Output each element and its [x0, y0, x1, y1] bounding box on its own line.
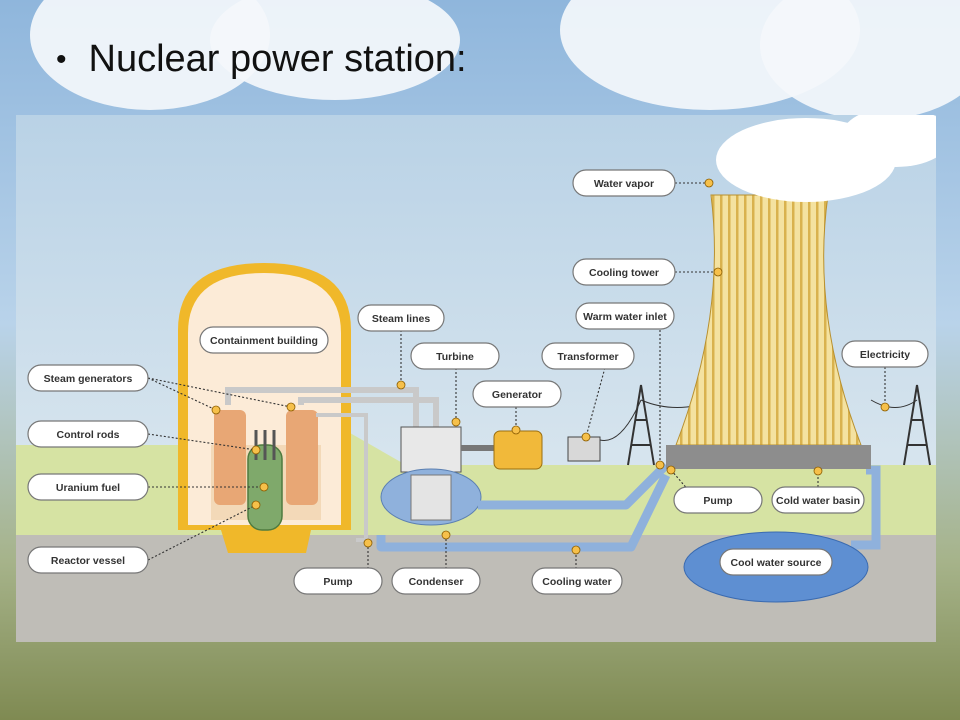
svg-text:Turbine: Turbine: [436, 351, 474, 363]
label-turbine: Turbine: [410, 342, 500, 370]
label-cool-water-source: Cool water source: [719, 548, 833, 576]
cooling-water-loop: [376, 461, 671, 552]
transmission-tower-left: [627, 384, 655, 466]
svg-text:Uranium fuel: Uranium fuel: [56, 482, 120, 494]
svg-text:Containment building: Containment building: [210, 335, 318, 347]
svg-text:Electricity: Electricity: [860, 349, 910, 361]
svg-text:Pump: Pump: [323, 576, 352, 588]
svg-text:Steam generators: Steam generators: [44, 373, 133, 385]
svg-text:Generator: Generator: [492, 389, 542, 401]
callout-dots: [211, 178, 890, 555]
bullet-point: •: [56, 42, 67, 76]
svg-text:Steam lines: Steam lines: [372, 313, 431, 325]
label-warm-water-inlet: Warm water inlet: [575, 302, 675, 330]
transmission-tower-right: [903, 384, 931, 466]
steam-generator-right: [286, 410, 318, 505]
label-cold-water-basin: Cold water basin: [771, 486, 865, 514]
label-transformer: Transformer: [541, 342, 635, 370]
steam-line: [225, 387, 419, 430]
label-generator: Generator: [472, 380, 562, 408]
svg-text:Condenser: Condenser: [409, 576, 464, 588]
svg-text:Cooling water: Cooling water: [542, 576, 611, 588]
svg-text:Cold water basin: Cold water basin: [776, 495, 860, 507]
label-containment-building: Containment building: [199, 326, 329, 354]
label-control-rods: Control rods: [27, 420, 149, 448]
background-cloud: [210, 0, 460, 100]
label-steam-lines: Steam lines: [357, 304, 445, 332]
label-pump-left: Pump: [293, 567, 383, 595]
cold-water-basin-shape: [666, 445, 871, 469]
steam-generator-left: [214, 410, 246, 505]
title-text: Nuclear power station:: [88, 38, 467, 80]
label-water-vapor: Water vapor: [572, 169, 676, 197]
svg-text:Transformer: Transformer: [557, 351, 618, 363]
label-cooling-tower: Cooling tower: [572, 258, 676, 286]
slide-title: • Nuclear power station:: [56, 38, 467, 81]
svg-text:Control rods: Control rods: [57, 429, 120, 441]
label-cooling-water: Cooling water: [531, 567, 623, 595]
svg-text:Cool water source: Cool water source: [730, 557, 821, 569]
condenser-tubes: [410, 474, 452, 521]
svg-text:Pump: Pump: [703, 495, 732, 507]
generator-shape: [493, 430, 543, 470]
background-cloud: [760, 0, 960, 120]
control-rods-shape: [254, 430, 276, 460]
shaft: [461, 445, 496, 451]
label-condenser: Condenser: [391, 567, 481, 595]
turbine-shape: [400, 426, 462, 473]
cold-water-line: [851, 465, 881, 550]
label-steam-generators: Steam generators: [27, 364, 149, 392]
svg-text:Reactor vessel: Reactor vessel: [51, 555, 125, 567]
svg-text:Water vapor: Water vapor: [594, 178, 654, 190]
svg-text:Cooling tower: Cooling tower: [589, 267, 659, 279]
label-pump-right: Pump: [673, 486, 763, 514]
svg-text:Warm water inlet: Warm water inlet: [583, 311, 667, 323]
water-vapor-cloud: [841, 115, 936, 167]
label-reactor-vessel: Reactor vessel: [27, 546, 149, 574]
steam-line: [298, 397, 439, 430]
label-uranium-fuel: Uranium fuel: [27, 473, 149, 501]
label-electricity: Electricity: [841, 340, 929, 368]
nuclear-power-station-diagram: Water vapor Cooling tower Warm water inl…: [16, 115, 936, 642]
feedwater-line: [316, 413, 368, 542]
